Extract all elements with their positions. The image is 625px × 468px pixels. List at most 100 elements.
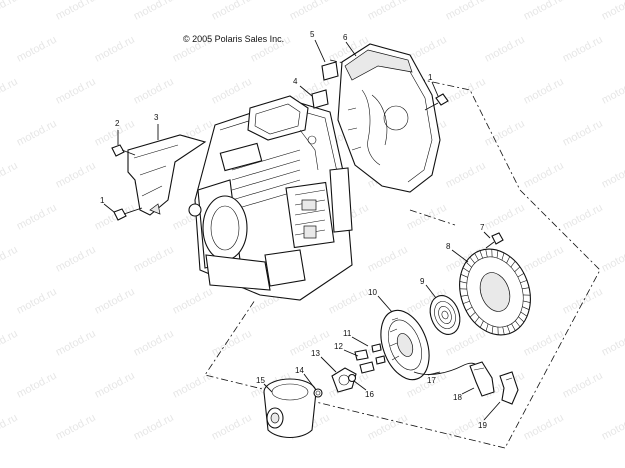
callout-5: 5 [310, 30, 315, 39]
gasket-5 [321, 61, 339, 81]
callout-13: 13 [311, 349, 320, 358]
callout-18: 18 [453, 393, 462, 402]
watermark-text: motod.ru [54, 0, 98, 23]
watermark-text: motod.ru [210, 0, 254, 23]
watermark-text: motod.ru [0, 244, 20, 275]
housing-rib [491, 325, 494, 334]
housing-rib [460, 274, 468, 278]
callout-numbers: 2 3 1 5 6 4 1 7 8 9 10 11 12 13 14 15 16… [100, 30, 487, 430]
housing-rib [469, 256, 475, 264]
screw-14 [313, 388, 323, 398]
watermark-text: motod.ru [561, 118, 605, 149]
callout-3: 3 [154, 113, 159, 122]
handle-insert [499, 371, 519, 405]
callout-6: 6 [343, 33, 348, 42]
watermark-text: motod.ru [54, 328, 98, 359]
watermark-text: motod.ru [171, 286, 215, 317]
housing-rib [510, 261, 516, 268]
starter-cup [263, 378, 317, 439]
housing-rib [518, 316, 525, 323]
callout-2: 2 [115, 119, 120, 128]
screw-1-left [113, 207, 143, 221]
watermark-text: motod.ru [132, 76, 176, 107]
watermark-text: motod.ru [522, 160, 566, 191]
callout-12: 12 [334, 342, 343, 351]
callout-14: 14 [295, 366, 304, 375]
starter-reel [380, 309, 430, 381]
watermark-text: motod.ru [522, 244, 566, 275]
housing-rib [459, 281, 467, 284]
watermark-text: motod.ru [54, 160, 98, 191]
watermark-text: motod.ru [444, 160, 488, 191]
watermark-text: motod.ru [93, 370, 137, 401]
watermark-text: motod.ru [600, 328, 625, 359]
watermark-text: motod.ru [0, 160, 20, 191]
watermark-text: motod.ru [15, 286, 59, 317]
screw-1-right [424, 93, 449, 111]
washer-16 [347, 373, 357, 383]
housing-rib [462, 300, 470, 304]
watermark-text: motod.ru [561, 34, 605, 65]
housing-rib [474, 253, 479, 261]
housing-rib [465, 306, 473, 311]
blower-housing [337, 43, 441, 193]
watermark-text: motod.ru [600, 160, 625, 191]
housing-rib [523, 300, 531, 303]
callout-19: 19 [478, 421, 487, 430]
housing-rib [515, 320, 521, 328]
watermark-text: motod.ru [0, 412, 20, 443]
callout-7: 7 [480, 223, 485, 232]
housing-rib [465, 261, 472, 268]
watermark-text: motod.ru [132, 244, 176, 275]
watermark-text: motod.ru [171, 370, 215, 401]
watermark-text: motod.ru [561, 202, 605, 233]
screw-2 [111, 144, 136, 157]
watermark-text: motod.ru [444, 0, 488, 23]
watermark-text: motod.ru [600, 76, 625, 107]
recoil-spring [429, 295, 461, 335]
callout-11: 11 [343, 329, 352, 338]
engine-assembly [188, 95, 353, 301]
copyright-notice: © 2005 Polaris Sales Inc. [183, 34, 284, 44]
watermark-text: motod.ru [0, 76, 20, 107]
callout-1-right: 1 [428, 73, 433, 82]
watermark-text: motod.ru [93, 286, 137, 317]
watermark-text: motod.ru [522, 0, 566, 23]
housing-rib [460, 294, 468, 297]
watermark-text: motod.ru [366, 412, 410, 443]
housing-rib [517, 273, 525, 278]
watermark-text: motod.ru [483, 118, 527, 149]
housing-rib [474, 316, 480, 323]
watermark-text: motod.ru [210, 328, 254, 359]
watermark-text: motod.ru [0, 0, 20, 23]
housing-rib [496, 250, 499, 259]
housing-rib [520, 311, 528, 317]
housing-rib [501, 252, 505, 261]
housing-rib [522, 306, 530, 310]
housing-rib [469, 312, 476, 318]
watermark-text: motod.ru [483, 202, 527, 233]
callout-15: 15 [256, 376, 265, 385]
recoil-housing [459, 248, 531, 336]
watermark-text: motod.ru [0, 328, 20, 359]
housing-rib [479, 320, 484, 328]
watermark-text: motod.ru [405, 202, 449, 233]
watermark-text: motod.ru [54, 244, 98, 275]
watermark-text: motod.ru [54, 412, 98, 443]
watermark-text: motod.ru [93, 34, 137, 65]
gasket-4 [311, 89, 329, 109]
watermark-text: motod.ru [54, 76, 98, 107]
watermark-text: motod.ru [561, 286, 605, 317]
housing-rib [485, 249, 488, 258]
watermark-text: motod.ru [600, 244, 625, 275]
housing-rib [506, 256, 511, 264]
watermark-text: motod.ru [327, 286, 371, 317]
watermark-text: motod.ru [522, 76, 566, 107]
watermark-text: motod.ru [15, 370, 59, 401]
callout-16: 16 [365, 390, 374, 399]
housing-rib [507, 325, 511, 334]
watermark-text: motod.ru [210, 76, 254, 107]
housing-rib [522, 287, 530, 290]
watermark-text: motod.ru [132, 0, 176, 23]
